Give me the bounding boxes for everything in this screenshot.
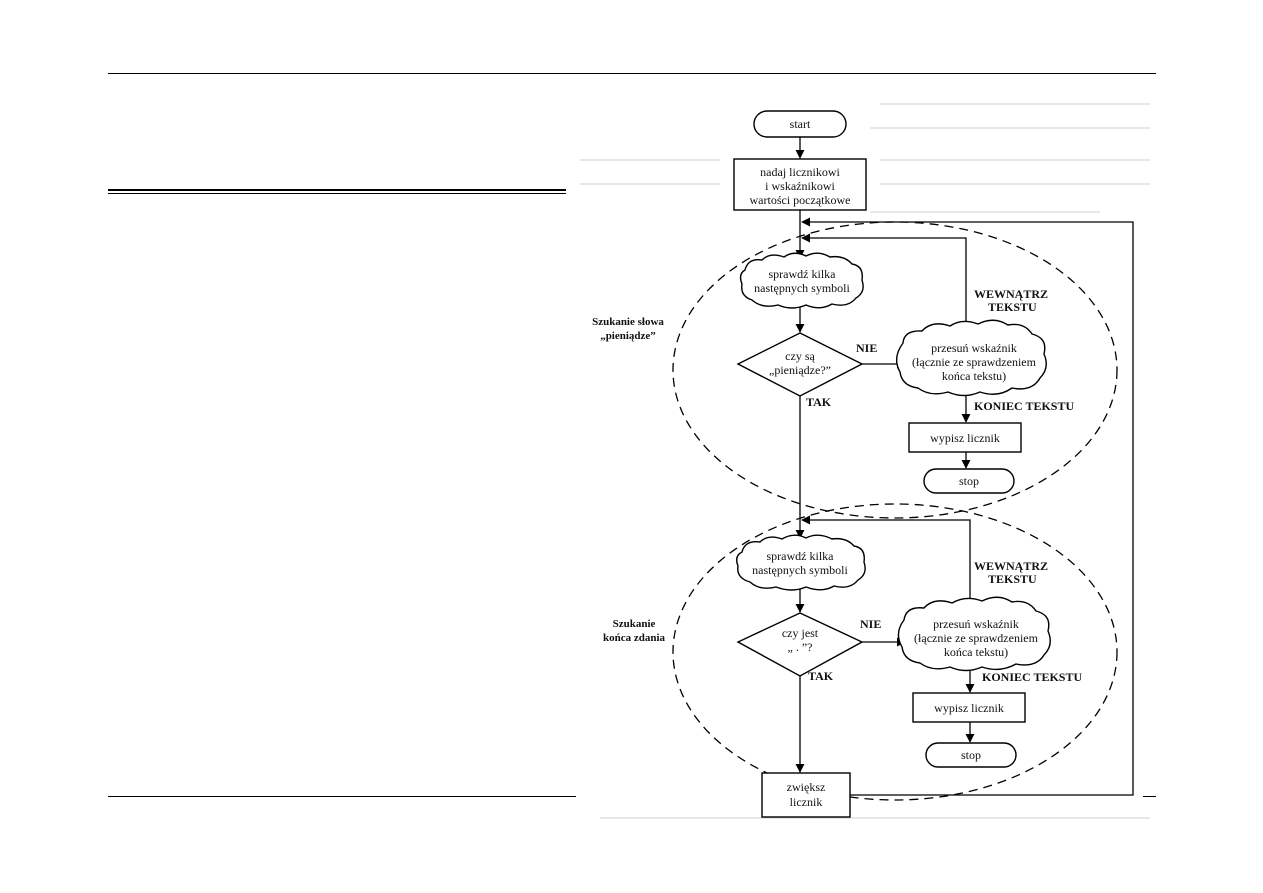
node-check1-label-2: następnych symboli [754, 281, 850, 295]
node-q1-label-2: „pieniądze?” [769, 363, 831, 377]
edge-label-nie-1: NIE [856, 341, 877, 355]
edge-label-inside-1a: WEWNĄTRZ [974, 287, 1048, 301]
node-q1 [736, 332, 864, 397]
scan-showthrough [580, 103, 1150, 819]
node-q1-label-1: czy są [785, 349, 815, 363]
node-start [753, 110, 847, 138]
bottom-rule-left [108, 796, 576, 797]
node-q2-label-1: czy jest [782, 626, 819, 640]
node-stop1-label: stop [959, 474, 979, 488]
node-increment-label-2: licznik [790, 795, 823, 809]
node-print1 [908, 422, 1022, 453]
edge-label-end-2: KONIEC TEKSTU [982, 670, 1082, 684]
edge-label-nie-2: NIE [860, 617, 881, 631]
node-move2-label-1: przesuń wskaźnik [933, 617, 1019, 631]
edge-label-tak-2: TAK [808, 669, 834, 683]
edge-label-inside-1b: TEKSTU [988, 300, 1037, 314]
node-init-label-1: nadaj licznikowi [760, 165, 840, 179]
node-move1-label-3: końca tekstu) [942, 369, 1006, 383]
node-move1 [895, 319, 1047, 397]
node-stop2-label: stop [961, 748, 981, 762]
node-print2-label: wypisz licznik [934, 701, 1004, 715]
node-print2 [912, 692, 1026, 723]
node-init [733, 158, 867, 211]
bottom-rule-right [1143, 796, 1156, 797]
node-increment-label-1: zwiększ [787, 780, 826, 794]
node-stop1 [923, 468, 1015, 494]
node-start-label: start [790, 117, 811, 131]
section-rule-upper [108, 189, 566, 191]
node-init-label-3: wartości początkowe [750, 193, 851, 207]
node-check2-label-1: sprawdź kilka [767, 549, 835, 563]
edge-label-inside-2b: TEKSTU [988, 572, 1037, 586]
node-stop2 [925, 742, 1017, 768]
group-label-1b: „pieniądze” [600, 330, 656, 342]
node-check2 [735, 534, 866, 591]
edge-move2-loop [801, 515, 971, 612]
node-check2-label-2: następnych symboli [752, 563, 848, 577]
node-move1-label-1: przesuń wskaźnik [931, 341, 1017, 355]
node-q2-label-2: „ . ”? [788, 640, 813, 654]
node-move2-label-3: końca tekstu) [944, 645, 1008, 659]
node-move2 [897, 596, 1051, 672]
edge-label-tak-1: TAK [806, 395, 832, 409]
node-init-label-2: i wskaźnikowi [765, 179, 835, 193]
node-move1-label-2: (łącznie ze sprawdzeniem [912, 355, 1037, 369]
edge-label-end-1: KONIEC TEKSTU [974, 399, 1074, 413]
top-rule [108, 73, 1156, 74]
node-print1-label: wypisz licznik [930, 431, 1000, 445]
edge-move1-loop [801, 233, 967, 330]
group-boundary-2 [672, 503, 1118, 801]
node-check1 [739, 252, 864, 309]
group-label-1a: Szukanie słowa [592, 316, 664, 328]
group-boundary-1 [672, 221, 1118, 519]
edge-label-inside-2a: WEWNĄTRZ [974, 559, 1048, 573]
node-move2-label-2: (łącznie ze sprawdzeniem [914, 631, 1039, 645]
node-check1-label-1: sprawdź kilka [769, 267, 837, 281]
group-label-2a: Szukanie [613, 618, 656, 630]
section-rule-lower [108, 193, 566, 194]
group-label-2b: końca zdania [603, 632, 666, 644]
node-increment [761, 772, 851, 818]
edge-increment-return [801, 217, 1134, 796]
node-q2 [736, 612, 864, 677]
